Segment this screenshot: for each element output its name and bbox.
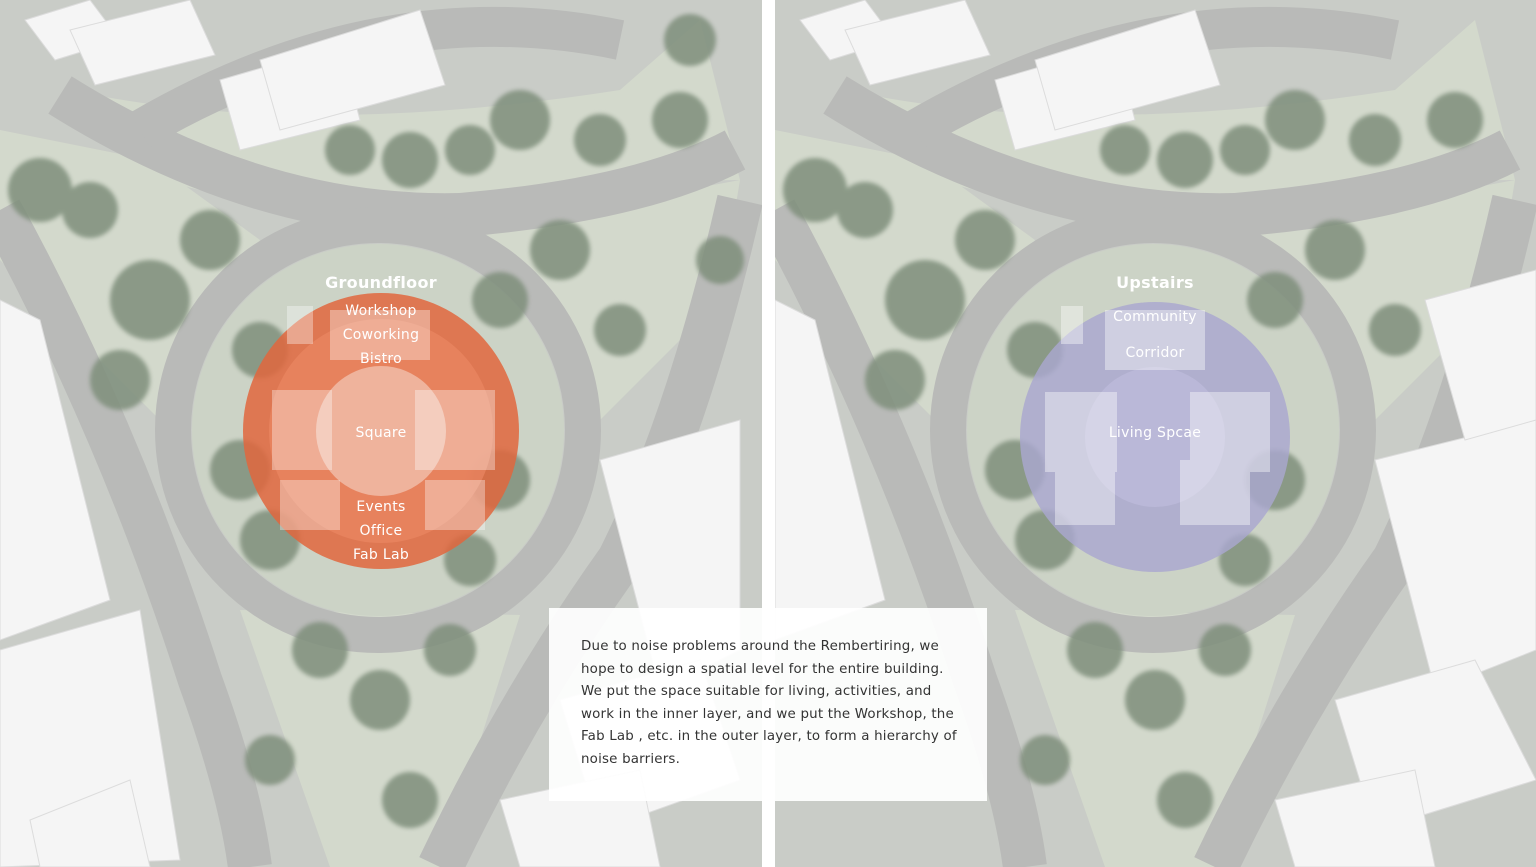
- label-workshop: Workshop: [345, 303, 417, 319]
- road: [419, 194, 762, 867]
- tree-canopy: [783, 90, 1483, 828]
- groundfloor-plan: Groundfloor Workshop Coworking Bistro Sq…: [0, 0, 762, 867]
- label-corridor: Corridor: [1125, 345, 1185, 361]
- label-events: Events: [356, 499, 406, 515]
- description-text: Due to noise problems around the Rembert…: [581, 639, 957, 767]
- road: [48, 76, 746, 238]
- road: [0, 199, 272, 867]
- inner-layer-circle: [316, 366, 446, 496]
- roundabout-road: [155, 207, 601, 653]
- label-community: Community: [1113, 309, 1197, 325]
- label-living-space: Living Spcae: [1108, 425, 1202, 441]
- label-bistro: Bistro: [359, 351, 403, 367]
- building-footprint: [272, 306, 495, 530]
- label-office: Office: [359, 523, 403, 539]
- inner-living-circle: [1085, 367, 1225, 507]
- road: [823, 76, 1521, 238]
- site-map: [775, 0, 1536, 867]
- building-footprint: [1045, 306, 1270, 525]
- label-fab-lab: Fab Lab: [352, 547, 410, 563]
- surrounding-buildings: [775, 0, 1536, 867]
- upstairs-title: Upstairs: [1116, 273, 1194, 292]
- roundabout-road: [930, 207, 1376, 653]
- label-coworking: Coworking: [342, 327, 420, 343]
- label-square: Square: [355, 425, 407, 441]
- description-text-box: Due to noise problems around the Rembert…: [549, 608, 987, 801]
- groundfloor-title: Groundfloor: [325, 273, 437, 292]
- road: [775, 199, 1047, 867]
